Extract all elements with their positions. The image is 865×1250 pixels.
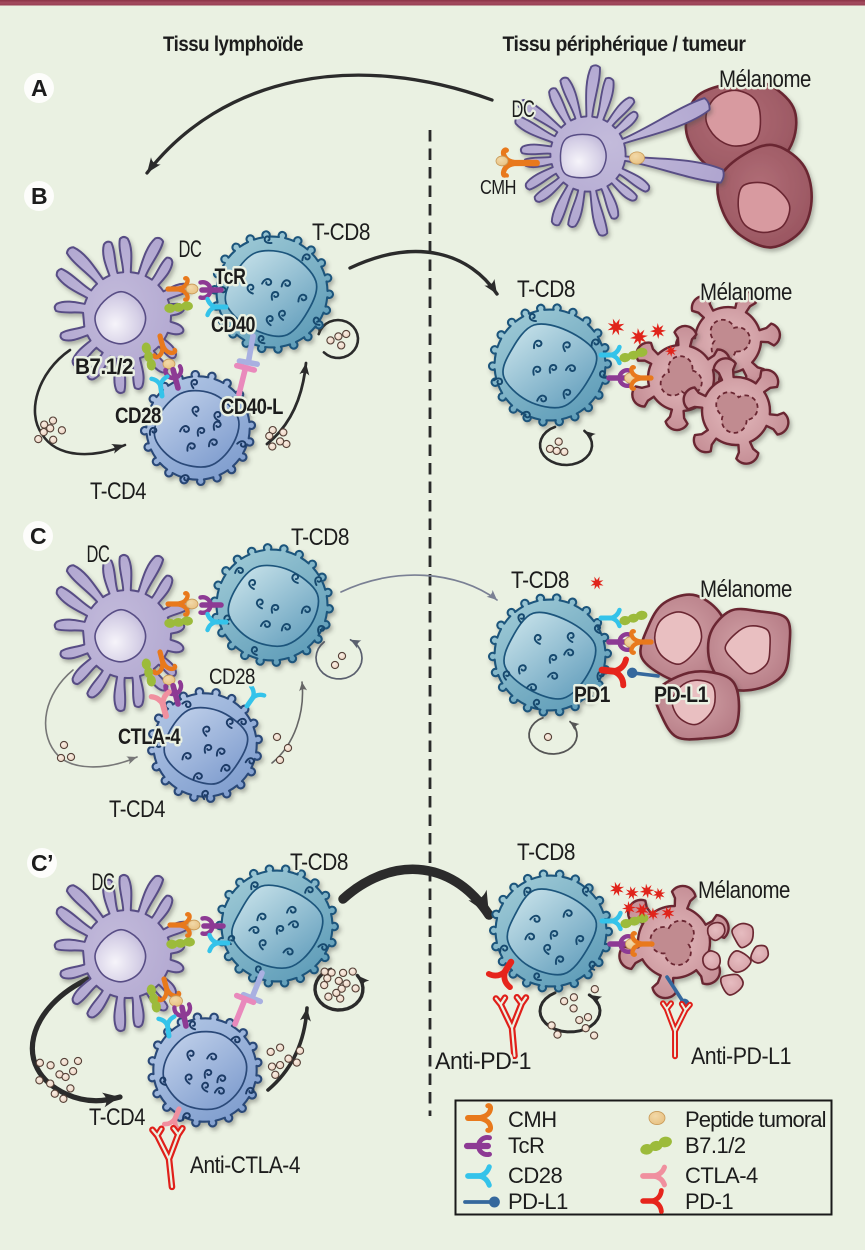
svg-text:Mélanome: Mélanome: [700, 576, 792, 603]
svg-text:CD28: CD28: [209, 664, 255, 689]
svg-text:Mélanome: Mélanome: [700, 279, 792, 306]
svg-text:Anti-CTLA-4: Anti-CTLA-4: [190, 1152, 300, 1179]
svg-text:T-CD4: T-CD4: [89, 1104, 145, 1131]
svg-text:T-CD8: T-CD8: [291, 524, 349, 551]
svg-text:A: A: [31, 75, 47, 101]
svg-text:Peptide tumoral: Peptide tumoral: [685, 1107, 826, 1132]
svg-text:Tissu lymphoïde: Tissu lymphoïde: [163, 33, 303, 56]
svg-text:T-CD4: T-CD4: [90, 478, 146, 505]
svg-text:DC: DC: [179, 236, 202, 263]
svg-text:B7.1/2: B7.1/2: [75, 354, 133, 379]
svg-text:CTLA-4: CTLA-4: [685, 1163, 758, 1188]
svg-text:CMH: CMH: [508, 1107, 557, 1132]
svg-text:CD40: CD40: [211, 312, 255, 337]
svg-text:B7.1/2: B7.1/2: [685, 1133, 746, 1158]
svg-text:Mélanome: Mélanome: [698, 877, 790, 904]
svg-text:T-CD8: T-CD8: [517, 839, 575, 866]
svg-text:C’: C’: [31, 850, 53, 876]
svg-text:Anti-PD-L1: Anti-PD-L1: [691, 1043, 791, 1070]
svg-text:C: C: [30, 523, 46, 549]
svg-text:Mélanome: Mélanome: [719, 66, 811, 93]
svg-text:Anti-PD-1: Anti-PD-1: [435, 1048, 531, 1075]
svg-text:T-CD4: T-CD4: [109, 796, 165, 823]
svg-text:CD28: CD28: [508, 1163, 563, 1188]
svg-text:DC: DC: [92, 869, 115, 896]
svg-text:PD-1: PD-1: [685, 1189, 733, 1214]
svg-text:B: B: [31, 183, 47, 209]
svg-text:PD-L1: PD-L1: [654, 682, 708, 707]
svg-text:DC: DC: [87, 541, 110, 568]
svg-text:CMH: CMH: [480, 177, 516, 199]
svg-text:DC: DC: [512, 96, 535, 123]
svg-text:CD40-L: CD40-L: [221, 394, 283, 419]
svg-text:Tissu périphérique / tumeur: Tissu périphérique / tumeur: [503, 33, 746, 56]
svg-text:PD1: PD1: [574, 682, 610, 707]
svg-text:TcR: TcR: [508, 1133, 544, 1158]
svg-text:TcR: TcR: [215, 264, 246, 289]
svg-text:PD-L1: PD-L1: [508, 1189, 568, 1214]
svg-text:T-CD8: T-CD8: [312, 219, 370, 246]
svg-text:CD28: CD28: [115, 403, 161, 428]
svg-text:CTLA-4: CTLA-4: [118, 724, 181, 749]
svg-text:T-CD8: T-CD8: [517, 276, 575, 303]
svg-text:T-CD8: T-CD8: [290, 849, 348, 876]
svg-text:T-CD8: T-CD8: [511, 567, 569, 594]
